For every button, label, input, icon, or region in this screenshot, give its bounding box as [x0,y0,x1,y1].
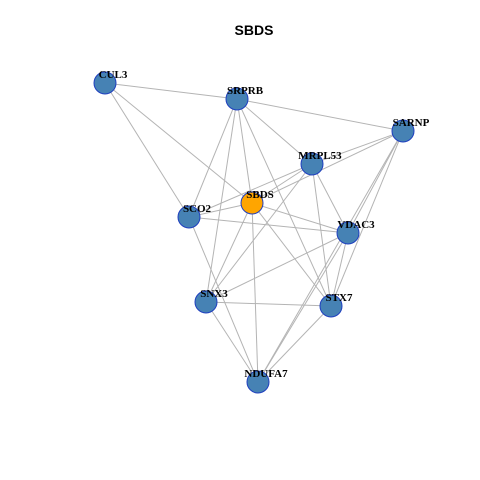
node-circle [177,205,201,229]
edge-srprb-sarnp [236,98,404,132]
edge-sarnp-stx7 [330,130,404,307]
node-sbds: SBDS [240,189,274,215]
node-circle [194,290,218,314]
edge-sco2-ndufa7 [188,216,259,383]
edge-vdac3-ndufa7 [257,232,349,383]
edge-mrpl53-sco2 [188,163,313,218]
edge-srprb-mrpl53 [236,98,313,165]
node-stx7: STX7 [319,292,353,318]
node-sarnp: SARNP [391,117,430,143]
edge-cul3-sbds [104,82,253,204]
node-label: SCO2 [183,203,212,215]
edge-stx7-ndufa7 [257,305,332,383]
node-circle [300,152,324,176]
node-circle [319,294,343,318]
node-mrpl53: MRPL53 [298,150,342,176]
node-circle [246,370,270,394]
edge-mrpl53-stx7 [311,163,332,307]
edge-srprb-sco2 [188,98,238,218]
edge-sco2-vdac3 [188,216,349,234]
edge-cul3-srprb [104,82,238,100]
node-circle [93,71,117,95]
edge-sbds-ndufa7 [251,202,259,383]
graph-title: SBDS [235,22,274,38]
edge-snx3-stx7 [205,301,332,307]
edge-sarnp-mrpl53 [311,130,404,165]
edge-sarnp-sbds [251,130,404,204]
edge-sbds-snx3 [205,202,253,303]
edge-cul3-sco2 [104,82,190,218]
edge-sarnp-vdac3 [347,130,404,234]
edge-mrpl53-sbds [251,163,313,204]
node-circle [336,221,360,245]
edge-vdac3-stx7 [330,232,349,307]
node-label: MRPL53 [298,150,342,162]
edge-snx3-ndufa7 [205,301,259,383]
node-label: CUL3 [99,69,128,81]
node-cul3: CUL3 [93,69,128,95]
node-label: SARNP [393,117,430,129]
edge-mrpl53-snx3 [205,163,313,303]
node-circle [225,87,249,111]
node-label: NDUFA7 [244,368,288,380]
edge-sbds-stx7 [251,202,332,307]
edge-sarnp-ndufa7 [257,130,404,383]
node-label: SNX3 [200,288,228,300]
edge-srprb-sbds [236,98,253,204]
node-snx3: SNX3 [194,288,228,314]
edge-layer [104,82,404,383]
node-label: SRPRB [227,85,264,97]
edge-srprb-stx7 [236,98,332,307]
node-sco2: SCO2 [177,203,212,229]
edge-vdac3-snx3 [205,232,349,303]
node-circle [240,191,264,215]
node-label: SBDS [246,189,274,201]
node-ndufa7: NDUFA7 [244,368,288,394]
node-vdac3: VDAC3 [336,219,375,245]
node-label: STX7 [326,292,353,304]
node-srprb: SRPRB [225,85,264,111]
edge-mrpl53-vdac3 [311,163,349,234]
node-label: VDAC3 [337,219,375,231]
edge-sbds-vdac3 [251,202,349,234]
node-circle [391,119,415,143]
edge-srprb-snx3 [205,98,238,303]
